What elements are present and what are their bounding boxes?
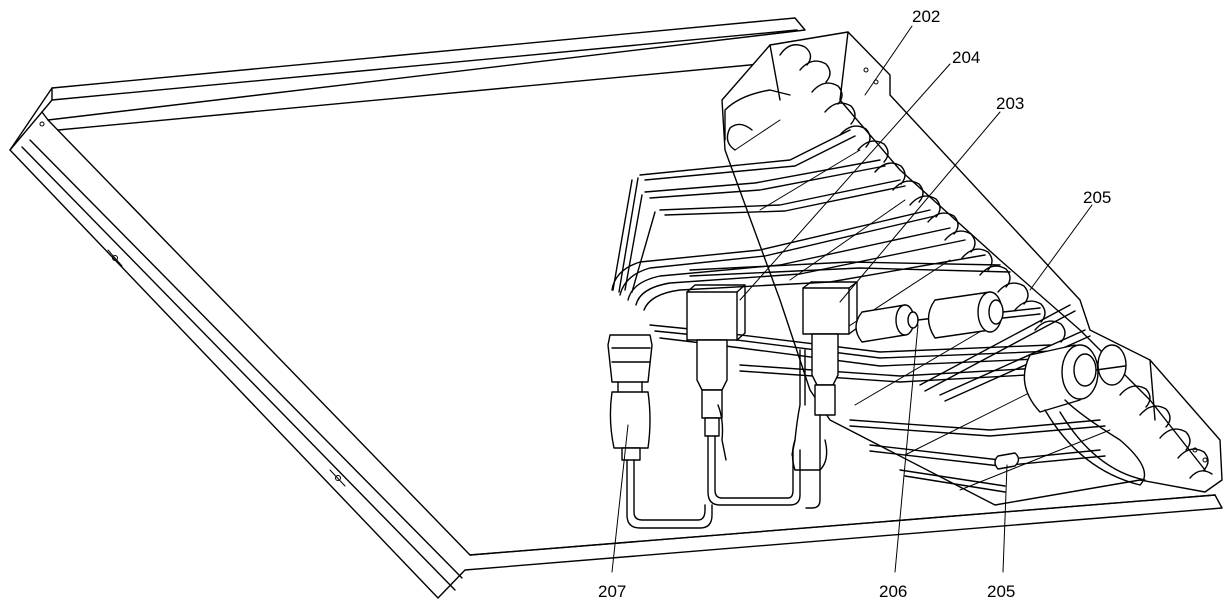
label-205-top: 205	[1083, 188, 1111, 207]
cylinder-large	[1023, 344, 1146, 486]
leader-203	[839, 111, 1001, 303]
label-202: 202	[912, 7, 940, 26]
distributor-203	[791, 281, 858, 509]
distributor-204	[686, 284, 801, 506]
label-205-bottom: 205	[987, 582, 1015, 601]
label-207: 207	[598, 582, 626, 601]
reference-numerals: 202 204 203 205 207 206 205	[598, 7, 1111, 601]
fitting-205-lower	[994, 452, 1020, 470]
label-206: 206	[879, 582, 907, 601]
leader-202	[864, 25, 913, 96]
leader-205-bottom	[1002, 464, 1008, 573]
coil-assembly	[721, 31, 1223, 506]
cylinder-206	[855, 304, 936, 343]
return-bends	[779, 44, 1213, 479]
leader-206	[894, 324, 919, 573]
leader-204	[739, 63, 951, 301]
leader-lines	[611, 25, 1093, 573]
cylinder-205-upper	[927, 291, 1041, 339]
fitting-207	[607, 334, 713, 529]
label-203: 203	[996, 94, 1024, 113]
label-204: 204	[952, 48, 980, 67]
drain-pan	[9, 17, 1223, 599]
leader-207	[611, 424, 629, 573]
leader-205-top	[1029, 204, 1093, 291]
tube-bundle	[611, 89, 1106, 493]
